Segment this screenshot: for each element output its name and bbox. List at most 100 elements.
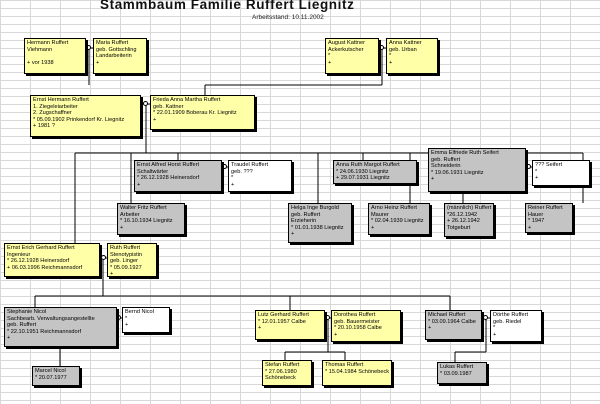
person-card-walter-ruffert[interactable]: Walter Fritz Ruffert Arbeiter * 16.10.19…: [117, 203, 185, 235]
person-card-august-kattner[interactable]: August Kattner Ackerkutscher * +: [325, 38, 379, 74]
person-name: Lukas Ruffert: [440, 364, 474, 370]
person-detail: geb. Linger: [110, 258, 138, 265]
person-name: Arno Heinz Ruffert: [371, 205, 417, 211]
person-detail: *: [231, 175, 234, 182]
person-name: Stephanie Nicol: [7, 309, 47, 315]
person-card-stephanie-nicol[interactable]: Stephanie Nicol Sachbearb. Verwaltungsan…: [4, 307, 117, 347]
person-name: Michael Ruffert: [428, 312, 466, 318]
person-detail: Ingenieur: [7, 251, 31, 258]
person-card-helga-burgold[interactable]: Helga Inge Burgold geb. Ruffert Erzieher…: [288, 203, 352, 243]
person-detail: Schönebeck: [265, 375, 296, 382]
person-detail: * 01.01.1938 Liegnitz: [291, 224, 344, 231]
person-detail: geb. Ruffert: [431, 156, 461, 163]
person-detail: +: [371, 224, 375, 231]
person-detail: * 26.12.1928 Heinersdorf: [137, 175, 200, 182]
person-name: Anna Ruth Margot Ruffert: [336, 162, 400, 168]
person-card-arno-ruffert[interactable]: Arno Heinz Ruffert Maurer * 02.04.1939 L…: [368, 203, 430, 235]
person-name: Ernst Erich Gerhard Ruffert: [7, 245, 75, 251]
person-card-michael-ruffert[interactable]: Michael Ruffert * 03.09.1964 Calbe +: [425, 310, 482, 340]
person-detail: +: [334, 331, 338, 338]
person-detail: Maurer: [371, 211, 389, 218]
person-detail: geb. Urban: [389, 46, 417, 53]
person-detail: * 22.01.1909 Boberau Kr. Liegnitz: [153, 110, 237, 117]
person-card-ruth-ruffert[interactable]: Ruth Ruffert Stenotypistin geb. Linger *…: [107, 243, 157, 277]
person-detail: + 06.03.1996 Reichmannsdorf: [7, 264, 83, 271]
person-card-dorothea-ruffert[interactable]: Dorothea Ruffert geb. Bauermeister * 20.…: [331, 310, 401, 342]
person-detail: * 03.09.1987: [440, 370, 472, 377]
person-detail: +: [7, 335, 11, 342]
person-detail: geb. Ruffert: [291, 211, 321, 218]
person-card-lukas-ruffert[interactable]: Lukas Ruffert * 03.09.1987: [437, 362, 487, 384]
person-detail: +: [535, 175, 539, 182]
person-name: Anna Kattner: [389, 40, 422, 46]
person-detail: +: [125, 322, 129, 329]
person-detail: +: [428, 325, 432, 332]
person-card-ernst-alfred-ruffert[interactable]: Ernst Alfred Horst Ruffert Schaltwärter …: [134, 160, 222, 192]
person-name: Emma Elfriede Ruth Seifert: [431, 150, 499, 156]
person-detail: Schneiderin: [431, 163, 461, 170]
person-card-stefan-ruffert[interactable]: Stefan Ruffert * 27.06.1980 Schönebeck: [262, 360, 312, 386]
person-detail: +: [528, 224, 532, 231]
person-card-lutz-ruffert[interactable]: Lutz Gerhard Ruffert * 12.01.1957 Calbe …: [255, 310, 325, 340]
person-name: Lutz Gerhard Ruffert: [258, 312, 309, 318]
person-name: Ernst Alfred Horst Ruffert: [137, 162, 200, 168]
person-detail: * 15.04.1984 Schönebeck: [325, 368, 390, 375]
marriage-connector: [101, 255, 106, 260]
person-detail: +: [291, 231, 295, 238]
person-detail: +: [258, 325, 262, 332]
person-name: Ernst Hermann Ruffert: [33, 97, 89, 103]
person-name: ??? Seifert: [535, 162, 563, 168]
marriage-connector: [222, 164, 227, 169]
person-name: Hermann Ruffert: [27, 40, 69, 46]
person-name: Thomas Ruffert: [325, 362, 364, 368]
person-card-reiner-ruffert[interactable]: Reiner Ruffert Hauer * 1947 +: [525, 203, 573, 233]
person-name: Maria Ruffert: [96, 40, 129, 46]
person-card-hermann-ruffert[interactable]: Hermann Ruffert Viehmann + vor 1938: [24, 38, 86, 74]
person-detail: *: [389, 53, 392, 60]
person-detail: * 12.01.1957 Calbe: [258, 318, 306, 325]
marriage-connector: [86, 45, 91, 50]
person-detail: + 1981 ?: [33, 123, 55, 130]
person-card-ernst-hermann-ruffert[interactable]: Ernst Hermann Ruffert 1. Ziegeleiarbeite…: [30, 95, 141, 137]
person-name: Bernd Nicol: [125, 309, 154, 315]
person-detail: * 22.10.1951 Reichmannsdorf: [7, 328, 82, 335]
person-detail: * 05.09.1927: [110, 264, 142, 271]
person-card-seifert[interactable]: ??? Seifert * +: [532, 160, 590, 186]
person-detail: 1. Ziegeleiarbeiter: [33, 103, 78, 110]
person-card-doerthe-ruffert[interactable]: Dörthe Ruffert geb. Riedel * +: [490, 310, 542, 342]
person-detail: Schaltwärter: [137, 168, 169, 175]
person-card-traudel-ruffert[interactable]: Traudel Ruffert geb. ??? * +: [228, 160, 292, 192]
person-detail: + 29.07.1931 Liegnitz: [336, 175, 390, 182]
person-card-thomas-ruffert[interactable]: Thomas Ruffert * 15.04.1984 Schönebeck: [322, 360, 392, 386]
person-name: (männlich) Ruffert: [447, 205, 492, 211]
person-name: August Kattner: [328, 40, 366, 46]
person-detail: +: [120, 224, 124, 231]
person-name: Traudel Ruffert: [231, 162, 268, 168]
person-card-ernst-erich-ruffert[interactable]: Ernst Erich Gerhard Ruffert Ingenieur * …: [4, 243, 100, 277]
person-detail: geb. Kattner: [153, 103, 184, 110]
person-name: Dörthe Ruffert: [493, 312, 529, 318]
person-detail: *: [493, 325, 496, 332]
person-card-anna-ruth-ruffert[interactable]: Anna Ruth Margot Ruffert * 24.06.1930 Li…: [333, 160, 417, 184]
person-name: Frieda Anna Martha Ruffert: [153, 97, 221, 103]
marriage-connector: [526, 164, 531, 169]
person-card-maennlich-ruffert[interactable]: (männlich) Ruffert *26.12.1942 + 26.12.1…: [444, 203, 494, 237]
person-detail: Viehmann: [27, 46, 53, 53]
person-detail: [27, 53, 83, 60]
person-detail: geb. Ruffert: [7, 322, 37, 329]
person-detail: *26.12.1942: [447, 211, 478, 218]
person-card-anna-kattner[interactable]: Anna Kattner geb. Urban * +: [386, 38, 438, 74]
person-card-frieda-ruffert[interactable]: Frieda Anna Martha Ruffert geb. Kattner …: [150, 95, 255, 130]
person-detail: +: [493, 331, 497, 338]
person-card-marcel-nicol[interactable]: Marcel Nicol * 20.07.1977: [32, 366, 80, 386]
person-detail: *: [125, 315, 128, 322]
marriage-connector: [483, 315, 488, 320]
person-detail: +: [137, 181, 141, 188]
person-card-emma-seifert[interactable]: Emma Elfriede Ruth Seifert geb. Ruffert …: [428, 148, 526, 192]
person-detail: * 26.12.1928 Heinersdorf: [7, 258, 70, 265]
person-card-bernd-nicol[interactable]: Bernd Nicol * +: [122, 307, 170, 333]
status-date: Arbeitsstand: 10.11.2002: [252, 14, 324, 21]
person-card-maria-ruffert[interactable]: Maria Ruffert geb. Gottschling Landarbei…: [93, 38, 147, 74]
person-detail: +: [431, 176, 435, 183]
person-detail: +: [110, 271, 114, 277]
